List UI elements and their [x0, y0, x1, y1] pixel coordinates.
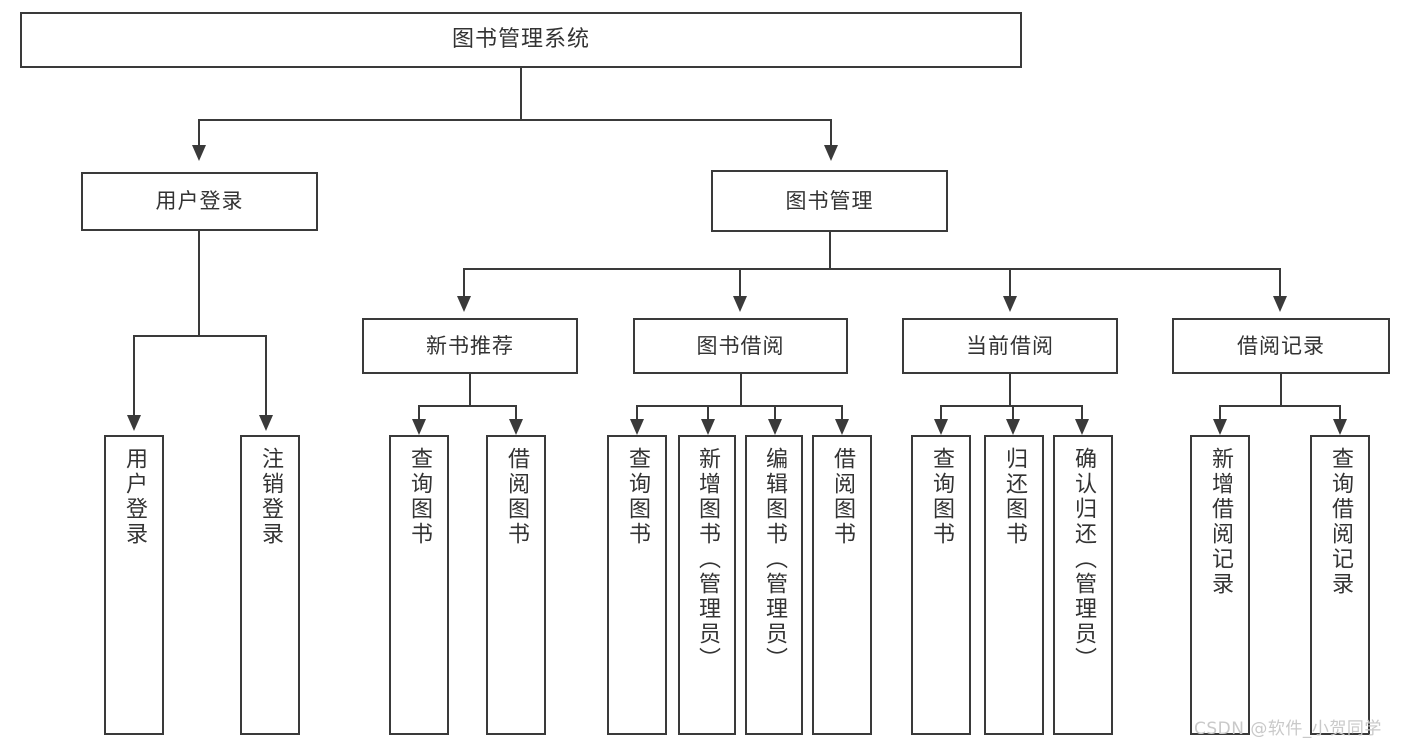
connector-borrow-record-stem	[1280, 374, 1282, 407]
node-current-borrow[interactable]: 当前借阅	[902, 318, 1118, 374]
arrowhead-leaf-query-book-3	[934, 419, 948, 435]
node-new-book-recommend[interactable]: 新书推荐	[362, 318, 578, 374]
connector-book-manage-bar	[463, 268, 1281, 270]
node-root-book-management-system[interactable]: 图书管理系统	[20, 12, 1022, 68]
node-label: 用户登录	[122, 447, 147, 547]
node-label: 查询图书	[625, 447, 650, 547]
node-label: 用户登录	[155, 189, 244, 214]
connector-book-borrow-to-add	[707, 405, 709, 421]
node-leaf-confirm-return-admin[interactable]: 确认归还（管理员）	[1053, 435, 1113, 735]
connector-new-book-bar	[418, 405, 517, 407]
node-label: 图书管理	[785, 188, 874, 213]
node-leaf-edit-book-admin[interactable]: 编辑图书（管理员）	[745, 435, 803, 735]
node-leaf-borrow-book-2[interactable]: 借阅图书	[812, 435, 872, 735]
arrowhead-leaf-borrow-book-2	[835, 419, 849, 435]
connector-root-stem	[520, 68, 522, 120]
node-label: 确认归还（管理员）	[1071, 447, 1096, 672]
connector-book-manage-stem	[829, 232, 831, 270]
node-label: 新书推荐	[426, 333, 514, 358]
arrowhead-leaf-add-borrow-record	[1213, 419, 1227, 435]
arrowhead-new-book-recommend	[457, 296, 471, 312]
node-leaf-logout-login[interactable]: 注销登录	[240, 435, 300, 735]
connector-book-manage-to-borrow-record	[1279, 268, 1281, 298]
connector-root-bar	[198, 119, 832, 121]
arrowhead-book-borrow	[733, 296, 747, 312]
arrowhead-leaf-edit-book-admin	[768, 419, 782, 435]
connector-root-to-user-login	[198, 119, 200, 147]
connector-user-login-bar	[133, 335, 267, 337]
connector-user-login-stem	[198, 231, 200, 336]
node-label: 借阅图书	[830, 447, 855, 547]
connector-new-book-to-query	[418, 405, 420, 421]
arrowhead-leaf-add-book-admin	[701, 419, 715, 435]
connector-book-borrow-to-borrow	[841, 405, 843, 421]
node-book-borrow[interactable]: 图书借阅	[633, 318, 848, 374]
arrowhead-to-book-manage	[824, 145, 838, 161]
node-leaf-user-login[interactable]: 用户登录	[104, 435, 164, 735]
node-label: 归还图书	[1002, 447, 1027, 547]
node-label: 新增图书（管理员）	[695, 447, 720, 672]
connector-current-borrow-to-query	[940, 405, 942, 421]
arrowhead-leaf-user-login	[127, 415, 141, 431]
node-label: 借阅图书	[504, 447, 529, 547]
connector-borrow-record-to-add	[1219, 405, 1221, 421]
node-borrow-record[interactable]: 借阅记录	[1172, 318, 1390, 374]
arrowhead-leaf-query-book-1	[412, 419, 426, 435]
node-label: 注销登录	[258, 447, 283, 547]
arrowhead-leaf-query-book-2	[630, 419, 644, 435]
connector-root-to-book-manage	[830, 119, 832, 147]
arrowhead-current-borrow	[1003, 296, 1017, 312]
arrowhead-leaf-logout-login	[259, 415, 273, 431]
node-leaf-query-borrow-record[interactable]: 查询借阅记录	[1310, 435, 1370, 735]
connector-book-borrow-stem	[740, 374, 742, 407]
arrowhead-borrow-record	[1273, 296, 1287, 312]
connector-borrow-record-bar	[1219, 405, 1341, 407]
connector-current-borrow-stem	[1009, 374, 1011, 407]
connector-book-borrow-bar	[636, 405, 843, 407]
connector-borrow-record-to-query	[1339, 405, 1341, 421]
connector-new-book-stem	[469, 374, 471, 407]
arrowhead-to-user-login	[192, 145, 206, 161]
node-label: 图书借阅	[696, 333, 785, 358]
connector-current-borrow-to-return	[1012, 405, 1014, 421]
node-label: 新增借阅记录	[1208, 447, 1233, 597]
node-label: 图书管理系统	[451, 27, 590, 53]
arrowhead-leaf-return-book	[1006, 419, 1020, 435]
connector-book-borrow-to-edit	[774, 405, 776, 421]
csdn-watermark: CSDN @软件_小贺同学	[1194, 719, 1382, 739]
node-leaf-query-book-2[interactable]: 查询图书	[607, 435, 667, 735]
node-label: 编辑图书（管理员）	[762, 447, 787, 672]
arrowhead-leaf-borrow-book-1	[509, 419, 523, 435]
node-leaf-query-book-1[interactable]: 查询图书	[389, 435, 449, 735]
connector-new-book-to-borrow	[515, 405, 517, 421]
node-label: 当前借阅	[966, 333, 1054, 358]
arrowhead-leaf-confirm-return-admin	[1075, 419, 1089, 435]
node-book-manage[interactable]: 图书管理	[711, 170, 948, 232]
node-leaf-query-book-3[interactable]: 查询图书	[911, 435, 971, 735]
node-leaf-add-book-admin[interactable]: 新增图书（管理员）	[678, 435, 736, 735]
node-label: 查询图书	[407, 447, 432, 547]
connector-book-manage-to-new-book	[463, 268, 465, 298]
connector-user-login-to-leaf-1	[133, 335, 135, 417]
connector-book-manage-to-current-borrow	[1009, 268, 1011, 298]
node-label: 借阅记录	[1237, 333, 1325, 358]
connector-current-borrow-to-confirm	[1081, 405, 1083, 421]
connector-book-manage-to-book-borrow	[739, 268, 741, 298]
connector-current-borrow-bar	[940, 405, 1083, 407]
node-label: 查询图书	[929, 447, 954, 547]
connector-book-borrow-to-query	[636, 405, 638, 421]
node-leaf-return-book[interactable]: 归还图书	[984, 435, 1044, 735]
node-leaf-borrow-book-1[interactable]: 借阅图书	[486, 435, 546, 735]
node-leaf-add-borrow-record[interactable]: 新增借阅记录	[1190, 435, 1250, 735]
node-user-login[interactable]: 用户登录	[81, 172, 318, 231]
node-label: 查询借阅记录	[1328, 447, 1353, 597]
connector-user-login-to-leaf-2	[265, 335, 267, 417]
arrowhead-leaf-query-borrow-record	[1333, 419, 1347, 435]
